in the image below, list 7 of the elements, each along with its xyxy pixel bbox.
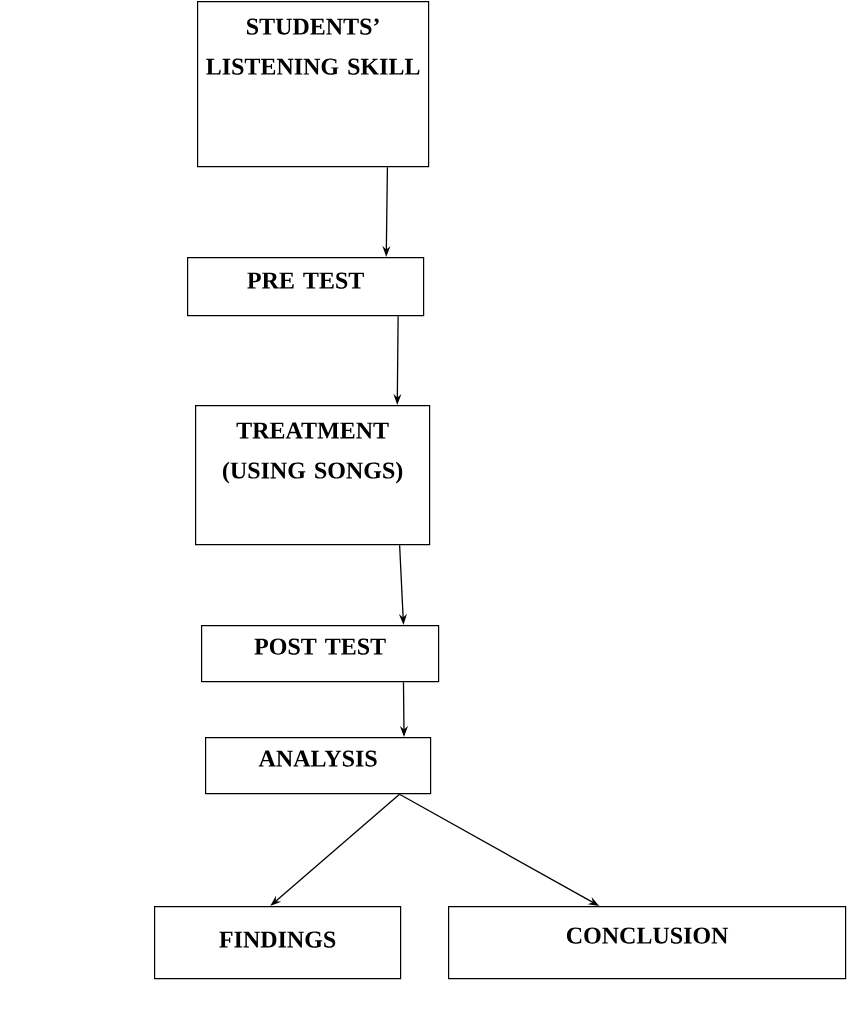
process-box: STUDENTS’ LISTENING SKILL: [197, 1, 430, 168]
process-box: PRE TEST: [187, 257, 425, 317]
process-box: CONCLUSION: [448, 906, 847, 980]
process-box: ANALYSIS: [205, 737, 432, 795]
process-box: TREATMENT (USING SONGS): [195, 405, 431, 546]
process-box: POST TEST: [201, 625, 440, 683]
process-box: FINDINGS: [154, 906, 402, 980]
